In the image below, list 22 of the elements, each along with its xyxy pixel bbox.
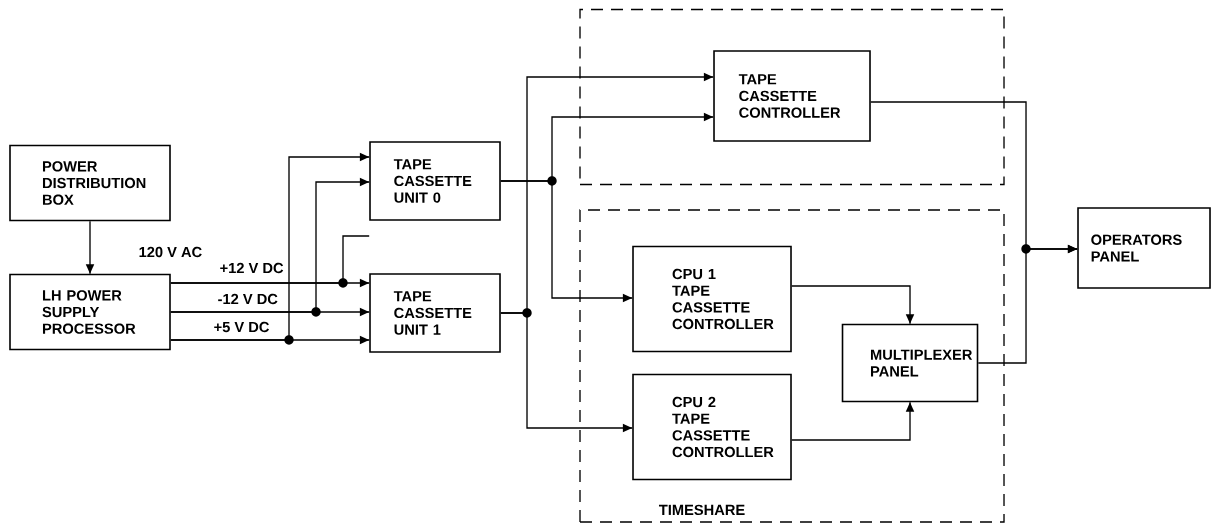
arrow — [500, 180, 633, 303]
arrow — [791, 285, 915, 325]
edge-label: -12 V DC — [216, 292, 280, 306]
block-box: LH POWER SUPPLY PROCESSOR — [9, 273, 171, 351]
block-box: TAPE CASSETTE CONTROLLER — [713, 50, 871, 142]
arrow — [500, 312, 633, 433]
dashed-group-box — [579, 8, 1005, 186]
block-box: CPU 2 TAPE CASSETTE CONTROLLER — [632, 373, 792, 481]
block-box: MULTIPLEXER PANEL — [841, 323, 979, 403]
block-box: POWER DISTRIBUTION BOX — [9, 144, 171, 222]
block-box: CPU 1 TAPE CASSETTE CONTROLLER — [632, 245, 792, 353]
edge-label: 120 V AC — [137, 245, 204, 259]
arrow — [977, 244, 1078, 364]
edge-label: +5 V DC — [212, 320, 271, 334]
arrow — [85, 220, 95, 275]
block-box: OPERATORS PANEL — [1077, 207, 1211, 289]
edge-label: +12 V DC — [218, 261, 285, 275]
block-box: TAPE CASSETTE UNIT 1 — [369, 273, 501, 353]
arrow — [170, 177, 370, 313]
arrow — [791, 401, 915, 441]
block-box: TAPE CASSETTE UNIT 0 — [369, 141, 501, 221]
arrow — [170, 152, 370, 341]
